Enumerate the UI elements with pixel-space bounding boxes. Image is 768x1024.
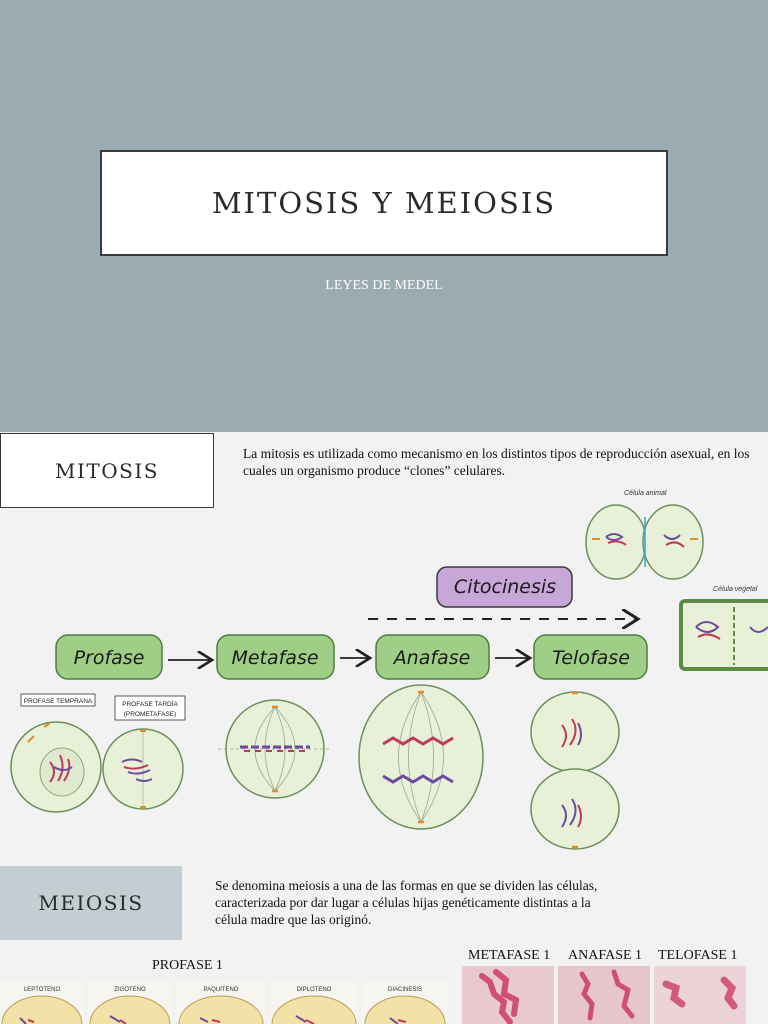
- profase-early-cell-icon: [10, 721, 102, 813]
- mitosis-diagram: Célula animal Célula vegetal Citocinesis: [10, 490, 768, 850]
- phase-label-anafase: Anafase: [392, 647, 471, 669]
- micrograph-tiles: [462, 966, 746, 1024]
- phase-pill-telofase: [533, 634, 648, 680]
- title-box: MITOSIS Y MEIOSIS: [100, 150, 668, 256]
- meiosis-heading-box: MEIOSIS: [0, 866, 182, 940]
- slide-subtitle: LEYES DE MEDEL: [325, 278, 443, 293]
- cytokinesis-pill: [436, 566, 573, 608]
- title-slide: MITOSIS Y MEIOSIS LEYES DE MEDEL: [0, 0, 768, 432]
- anafase-cell-icon: [358, 684, 484, 830]
- profase-tardia-box: [114, 695, 186, 721]
- cell-plant-label: Célula vegetal: [713, 586, 758, 593]
- stage-leptoteno: LEPTOTENO: [24, 987, 61, 993]
- stage-paquiteno: PAQUITENO: [204, 987, 239, 993]
- metafase-1-label: METAFASE 1: [468, 948, 551, 963]
- phase-label-profase: Profase: [74, 647, 145, 669]
- profase-tardia-label-2: (PROMETAFASE): [124, 711, 177, 718]
- profase-temprana-label: PROFASE TEMPRANA: [24, 698, 93, 705]
- mitosis-heading: MITOSIS: [55, 458, 159, 483]
- mitosis-slide: MITOSIS La mitosis es utilizada como mec…: [0, 432, 768, 866]
- cytokinesis-label: Citocinesis: [454, 576, 556, 598]
- stage-diploteno: DIPLOTENO: [297, 987, 332, 993]
- metafase-cell-icon: [218, 699, 330, 799]
- slide-title: MITOSIS Y MEIOSIS: [211, 186, 557, 220]
- profase-tardia-label-1: PROFASE TARDÍA: [122, 699, 178, 708]
- stage-diacinesis: DIACINESIS: [388, 987, 422, 993]
- phase-label-telofase: Telofase: [552, 647, 630, 669]
- animal-cell-icon: [585, 504, 704, 580]
- stage-zigoteno: ZIGOTENO: [114, 987, 146, 993]
- phase-label-metafase: Metafase: [231, 647, 318, 669]
- profase-stages-strip: LEPTOTENO ZIGOTENO PAQUITENO DIPLOTENO D…: [0, 982, 448, 1024]
- profase-late-cell-icon: [102, 728, 184, 810]
- plant-cell-icon: [679, 599, 768, 671]
- phase-pill-profase: [55, 634, 163, 680]
- telofase-1-label: TELOFASE 1: [658, 948, 738, 963]
- profase-1-label: PROFASE 1: [152, 958, 223, 973]
- telofase-cell-icon: [530, 691, 620, 850]
- phase-pill-metafase: [216, 634, 335, 680]
- meiosis-heading: MEIOSIS: [38, 891, 144, 915]
- meiosis-description: Se denomina meiosis a una de las formas …: [215, 878, 598, 927]
- profase-temprana-box: [20, 693, 96, 707]
- phase-pill-anafase: [375, 634, 490, 680]
- anafase-1-label: ANAFASE 1: [568, 948, 643, 963]
- meiosis-slide: MEIOSIS Se denomina meiosis a una de las…: [0, 866, 768, 1024]
- mitosis-heading-box: MITOSIS: [0, 433, 214, 508]
- cell-animal-label: Célula animal: [624, 490, 667, 497]
- mitosis-description: La mitosis es utilizada como mecanismo e…: [243, 446, 750, 478]
